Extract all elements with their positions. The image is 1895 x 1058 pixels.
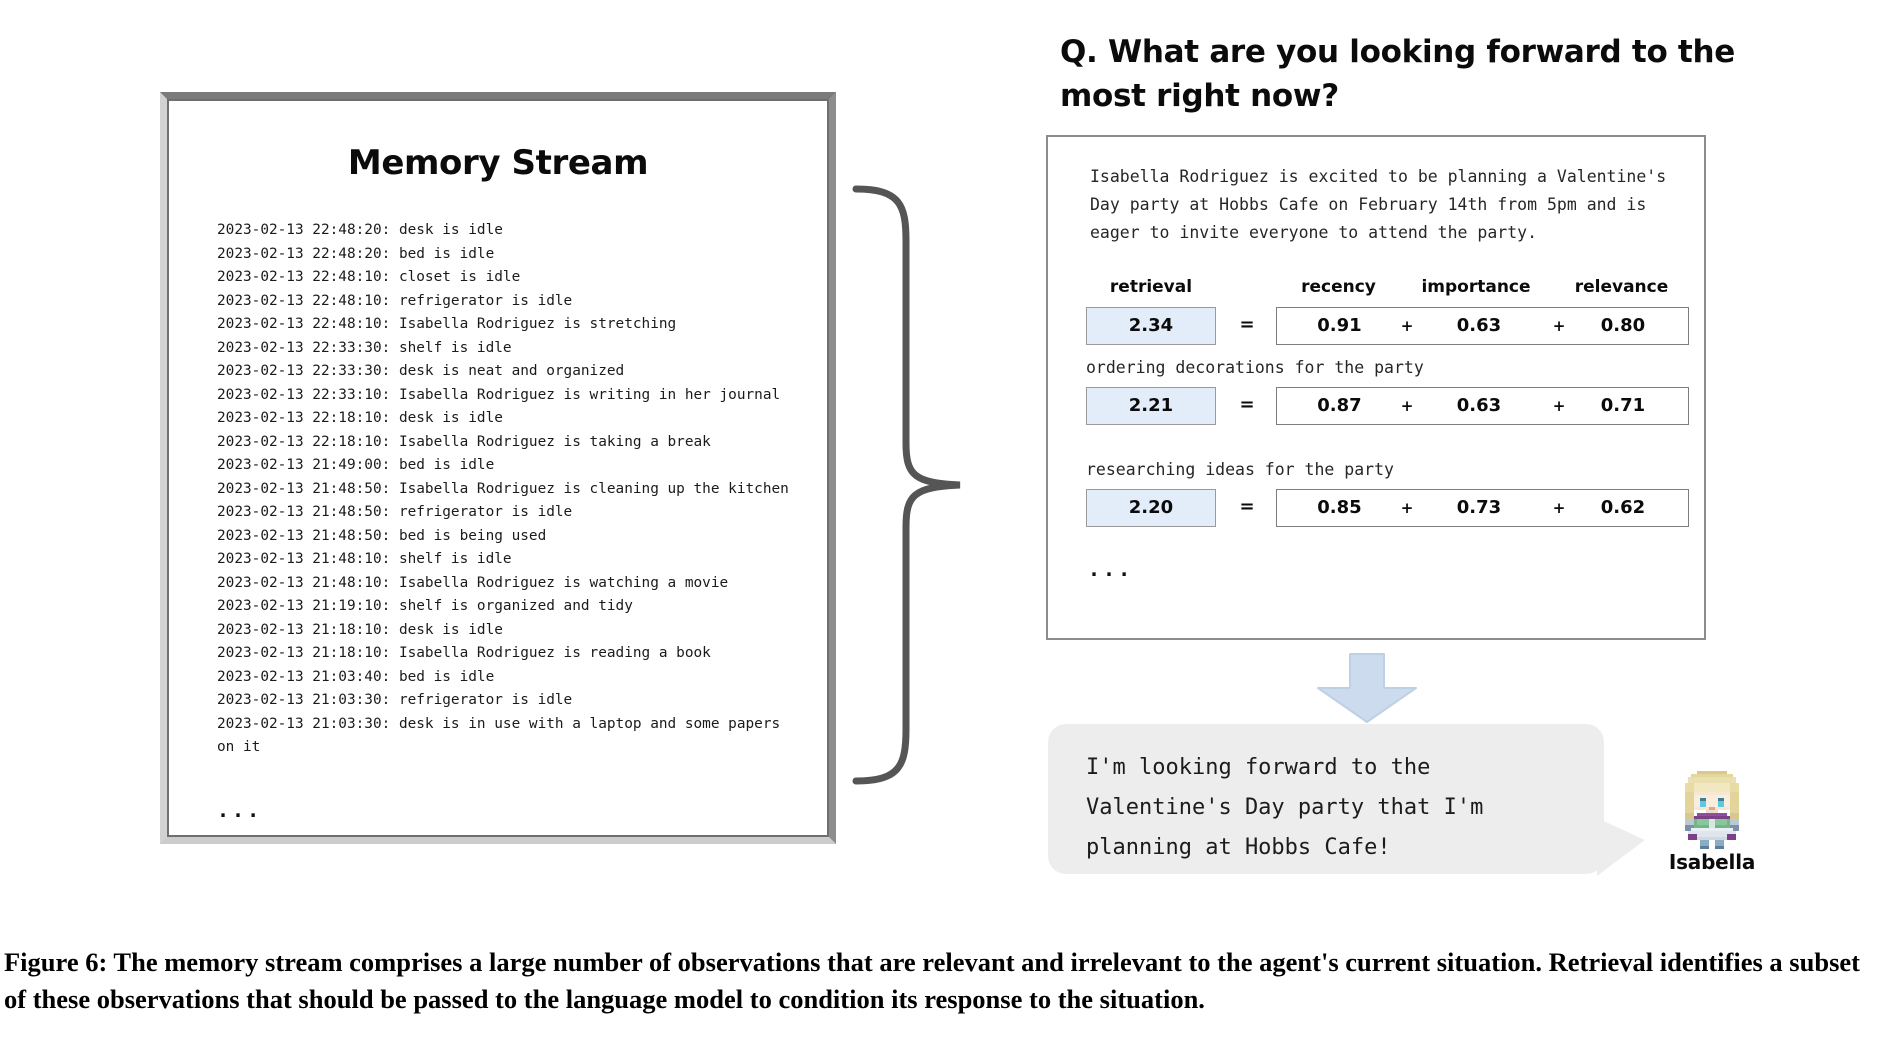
list-item: 2023-02-13 22:48:10: Isabella Rodriguez … <box>217 316 677 332</box>
retrieval-row-group: retrieval recency importance relevance 2… <box>1086 277 1689 349</box>
retrieval-ellipsis: ... <box>1088 557 1134 581</box>
list-item: 2023-02-13 21:19:10: shelf is organized … <box>217 598 633 614</box>
plus-sign: + <box>1552 499 1566 517</box>
column-header-importance: importance <box>1421 277 1531 297</box>
importance-value: 0.73 <box>1456 497 1502 518</box>
list-item: 2023-02-13 22:33:30: shelf is idle <box>217 339 512 356</box>
column-header-relevance: relevance <box>1574 277 1669 297</box>
plus-sign: + <box>1400 317 1414 335</box>
equals-sign: = <box>1239 394 1255 415</box>
retrieval-row-group: researching ideas for the party 2.20 = 0… <box>1086 459 1689 531</box>
list-item: 2023-02-13 22:48:20: bed is idle <box>217 245 495 262</box>
list-item: 2023-02-13 21:48:10: Isabella Rodriguez … <box>217 574 729 591</box>
retrieval-column-headers: retrieval recency importance relevance <box>1086 277 1686 303</box>
retrieval-row-group: ordering decorations for the party 2.21 … <box>1086 357 1689 429</box>
arrow-down-icon <box>1317 653 1417 723</box>
list-item: 2023-02-13 21:48:50: bed is being used <box>217 527 547 544</box>
list-item: 2023-02-13 21:03:30: refrigerator is idl… <box>217 692 573 708</box>
plus-sign: + <box>1400 397 1414 415</box>
retrieval-score-breakdown: 0.91 + 0.63 + 0.80 <box>1276 307 1689 345</box>
memory-stream-ellipsis: ... <box>217 797 263 822</box>
retrieval-score-breakdown: 0.87 + 0.63 + 0.71 <box>1276 387 1689 425</box>
bubble-tail <box>1597 818 1645 876</box>
list-item: 2023-02-13 22:48:10: refrigerator is idl… <box>217 292 573 309</box>
memory-stream-list: 2023-02-13 22:48:20: desk is idle 2023-0… <box>217 219 803 822</box>
retrieval-summary-text: Isabella Rodriguez is excited to be plan… <box>1090 167 1667 242</box>
list-item: 2023-02-13 21:48:50: refrigerator is idl… <box>217 504 573 520</box>
list-item: 2023-02-13 22:18:10: Isabella Rodriguez … <box>217 433 711 450</box>
avatar-name: Isabella <box>1668 850 1756 874</box>
importance-value: 0.63 <box>1456 315 1502 336</box>
retrieval-panel: Isabella Rodriguez is excited to be plan… <box>1046 135 1706 640</box>
list-item: 2023-02-13 22:48:10: closet is idle <box>217 269 521 285</box>
column-header-retrieval: retrieval <box>1109 277 1193 297</box>
equals-sign: = <box>1239 496 1255 517</box>
relevance-value: 0.71 <box>1600 395 1646 416</box>
list-item: 2023-02-13 21:48:10: shelf is idle <box>217 551 512 567</box>
memory-stream-title: Memory Stream <box>347 143 649 183</box>
list-item: 2023-02-13 22:18:10: desk is idle <box>217 410 503 426</box>
recency-value: 0.91 <box>1317 315 1362 336</box>
relevance-value: 0.62 <box>1600 497 1646 518</box>
list-item: 2023-02-13 21:03:30: desk is in use with… <box>217 715 781 756</box>
list-item: 2023-02-13 22:48:20: desk is idle <box>217 222 503 238</box>
table-row: 2.21 = 0.87 + 0.63 + 0.71 <box>1086 387 1689 429</box>
relevance-value: 0.80 <box>1600 315 1646 336</box>
list-item: 2023-02-13 21:03:40: bed is idle <box>217 668 495 685</box>
table-row: 2.20 = 0.85 + 0.73 + 0.62 <box>1086 489 1689 531</box>
retrieval-score-value: 2.20 <box>1086 489 1216 527</box>
retrieval-score-breakdown: 0.85 + 0.73 + 0.62 <box>1276 489 1689 527</box>
plus-sign: + <box>1552 317 1566 335</box>
page-title: Q. What are you looking forward to the m… <box>1060 34 1735 114</box>
plus-sign: + <box>1552 397 1566 415</box>
figure-caption: Figure 6: The memory stream comprises a … <box>4 947 1860 1014</box>
table-row: 2.34 = 0.91 + 0.63 + 0.80 <box>1086 307 1689 349</box>
curly-brace-connector <box>852 185 961 785</box>
list-item: 2023-02-13 21:18:10: desk is idle <box>217 621 503 638</box>
recency-value: 0.87 <box>1317 395 1362 416</box>
response-bubble: I'm looking forward to the Valentine's D… <box>1048 724 1604 874</box>
avatar: Isabella <box>1660 768 1764 874</box>
memory-stream-panel: Memory Stream 2023-02-13 22:48:20: desk … <box>167 99 829 837</box>
response-text: I'm looking forward to the Valentine's D… <box>1086 755 1484 860</box>
importance-value: 0.63 <box>1456 395 1502 416</box>
recency-value: 0.85 <box>1317 497 1362 518</box>
observation-label: ordering decorations for the party <box>1086 358 1424 377</box>
list-item: 2023-02-13 22:33:10: Isabella Rodriguez … <box>217 386 781 403</box>
column-header-recency: recency <box>1301 277 1376 297</box>
list-item: 2023-02-13 21:48:50: Isabella Rodriguez … <box>217 480 789 497</box>
plus-sign: + <box>1400 499 1414 517</box>
retrieval-score-value: 2.34 <box>1086 307 1216 345</box>
memory-stream-frame: Memory Stream 2023-02-13 22:48:20: desk … <box>160 92 836 844</box>
list-item: 2023-02-13 21:49:00: bed is idle <box>217 457 495 473</box>
observation-label: researching ideas for the party <box>1086 460 1394 479</box>
isabella-sprite-icon <box>1685 771 1739 849</box>
list-item: 2023-02-13 21:18:10: Isabella Rodriguez … <box>217 645 711 661</box>
list-item: 2023-02-13 22:33:30: desk is neat and or… <box>217 363 625 379</box>
retrieval-score-value: 2.21 <box>1086 387 1216 425</box>
equals-sign: = <box>1239 314 1255 335</box>
